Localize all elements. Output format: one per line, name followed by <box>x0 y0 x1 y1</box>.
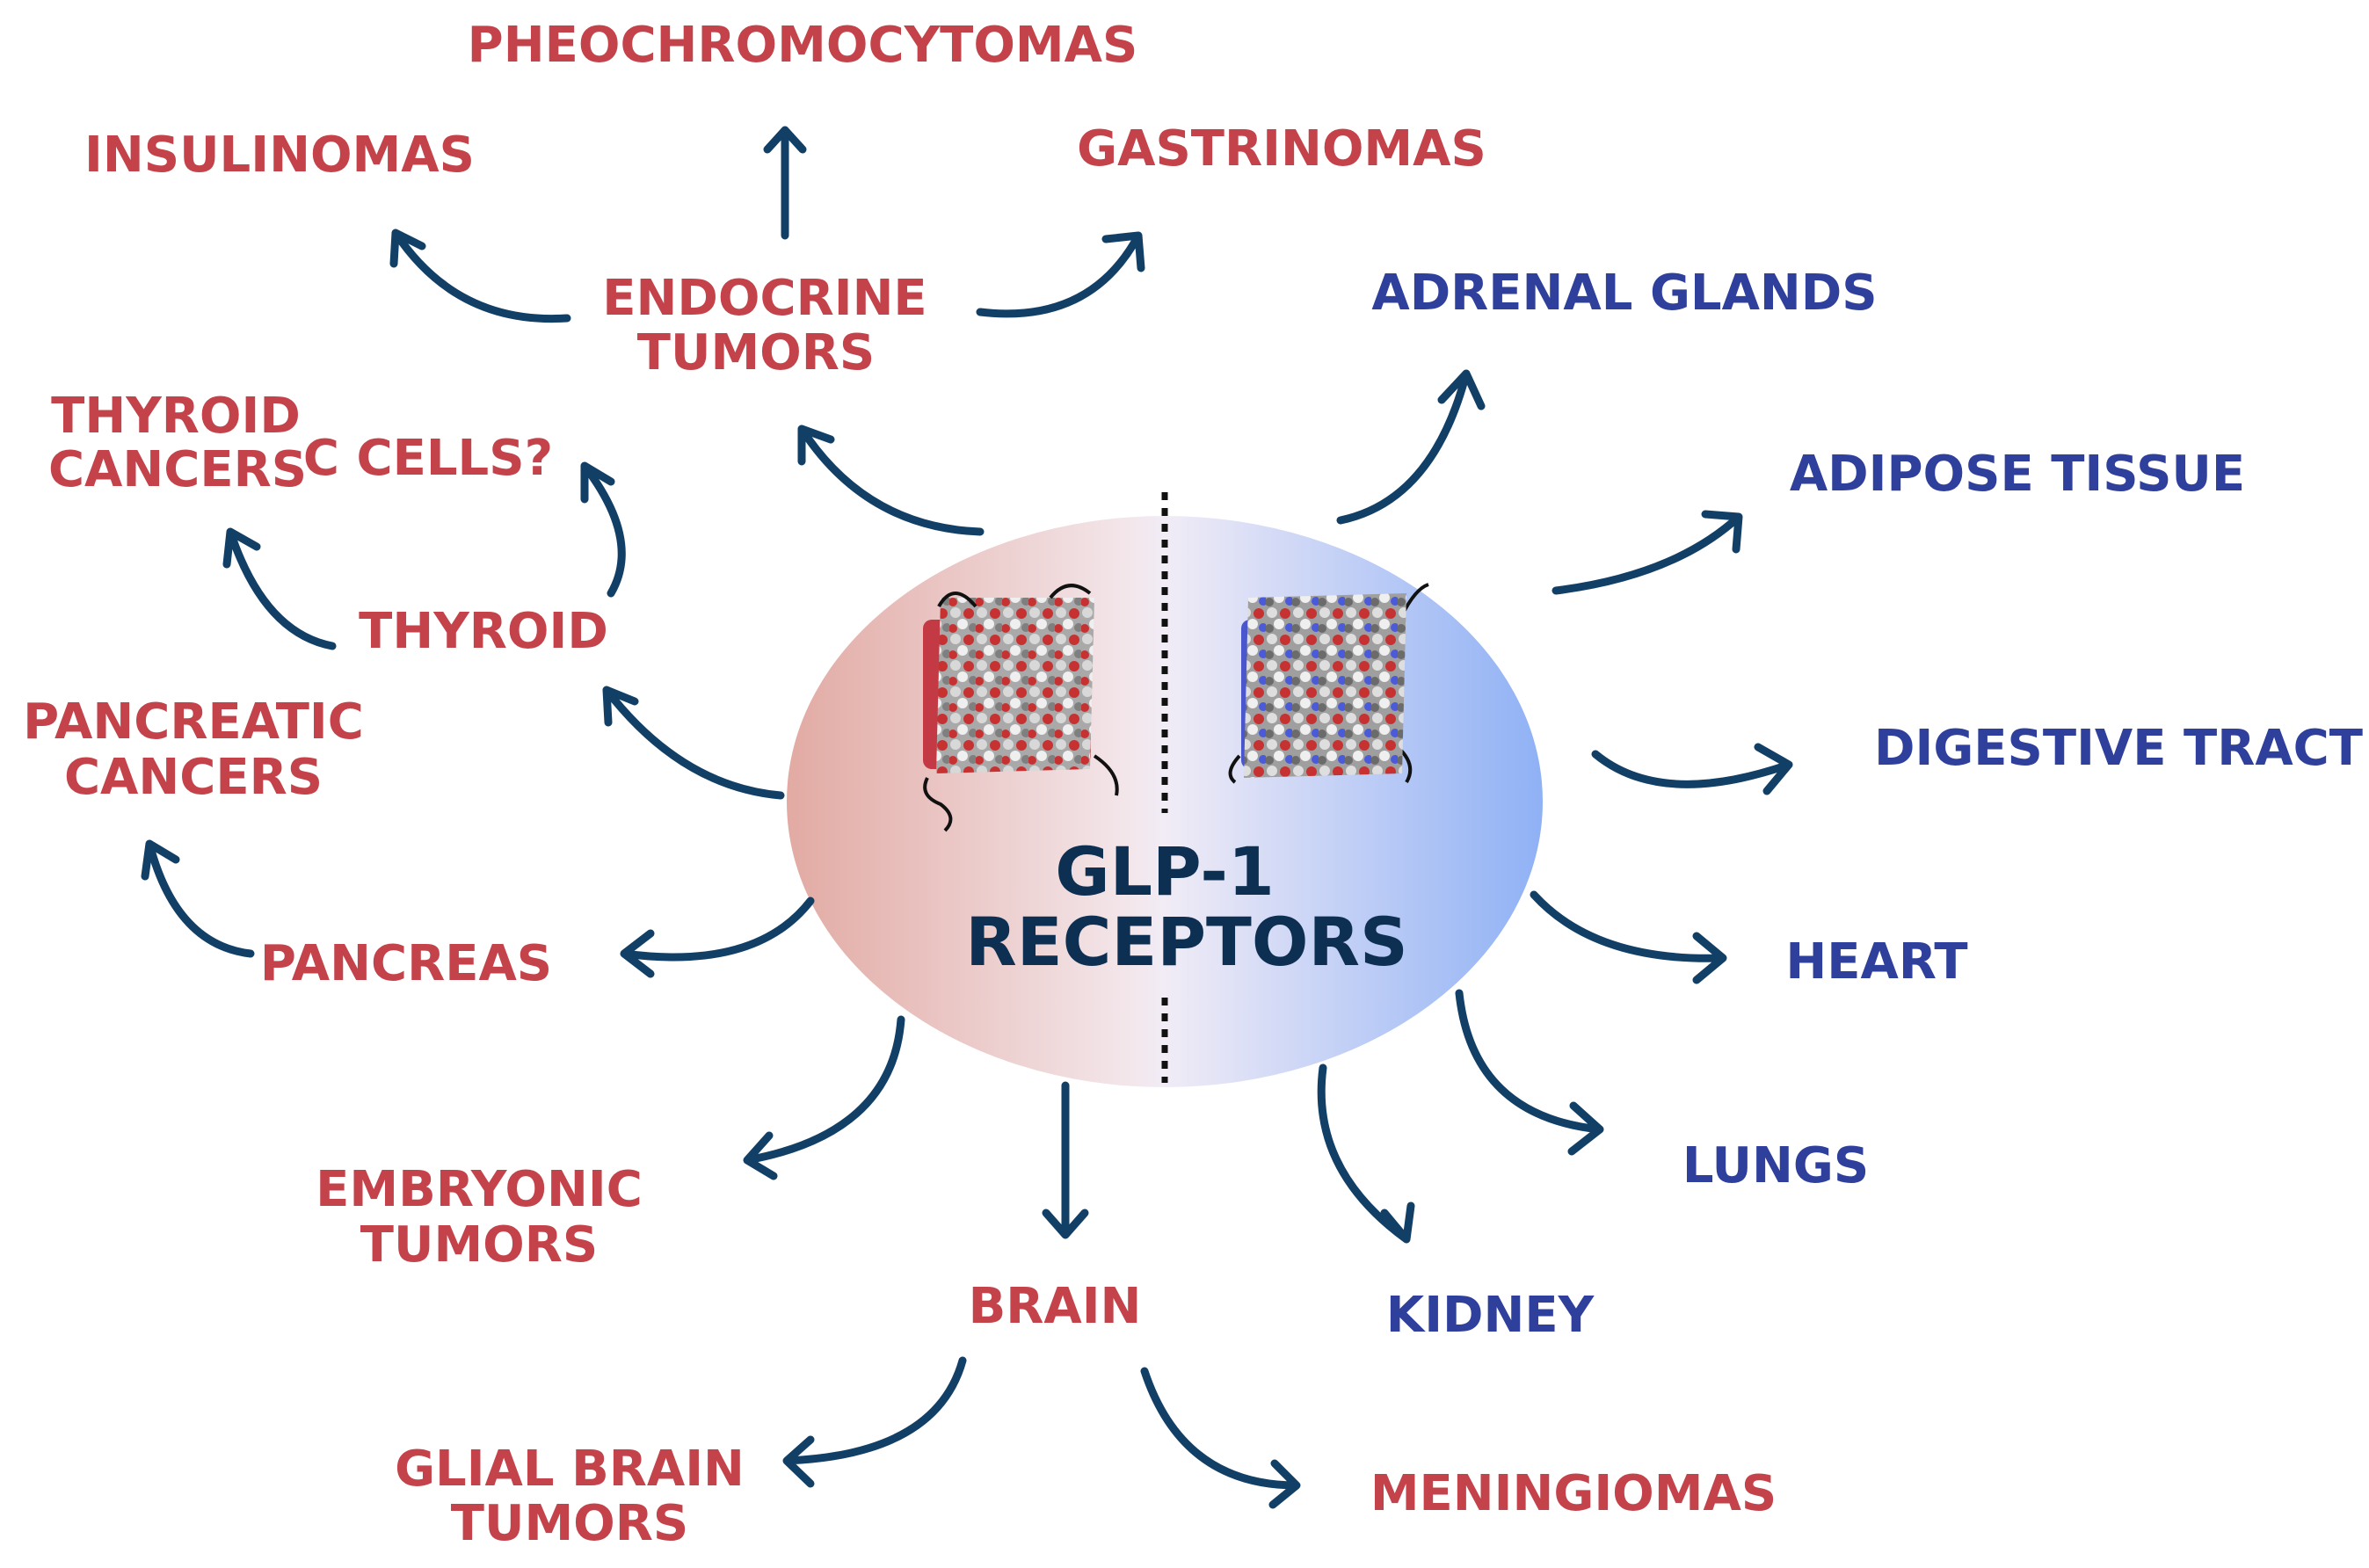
arrow-to-gastrinomas <box>976 231 1145 318</box>
label-pancreatic-cancers-line2: CANCERS <box>64 749 323 806</box>
center-title-line2: RECEPTORS <box>965 903 1408 981</box>
label-c-cells: C CELLS? <box>303 430 553 487</box>
label-meningiomas: MENINGIOMAS <box>1370 1465 1777 1522</box>
arrow-to-kidney <box>1317 1063 1415 1244</box>
label-thyroid-cancers-line2: CANCERS <box>48 441 307 498</box>
arrow-to-adrenal-glands <box>1336 369 1486 525</box>
arrow-to-glial-tumors <box>782 1356 967 1488</box>
label-gastrinomas: GASTRINOMAS <box>1077 120 1486 178</box>
label-adrenal-glands: ADRENAL GLANDS <box>1371 265 1877 322</box>
label-thyroid: THYROID <box>359 603 608 660</box>
label-pancreatic-cancers-line1: PANCREATIC <box>23 693 364 751</box>
label-endocrine-tumors-line2: TUMORS <box>637 324 875 381</box>
label-endocrine-tumors-line1: ENDOCRINE <box>602 270 927 327</box>
glp1-receptor-molecule-blue-icon <box>1228 583 1429 784</box>
arrow-to-pancreas <box>620 897 815 978</box>
label-pheochromocytomas: PHEOCHROMOCYTOMAS <box>468 17 1138 74</box>
label-glial-brain-tumors-line2: TUMORS <box>451 1495 688 1552</box>
label-digestive-tract: DIGESTIVE TRACT <box>1874 720 2363 777</box>
label-pancreas: PANCREAS <box>260 935 552 992</box>
label-lungs: LUNGS <box>1682 1137 1869 1194</box>
arrow-to-adipose-tissue <box>1551 510 1743 595</box>
label-embryonic-tumors-line1: EMBRYONIC <box>316 1161 643 1218</box>
arrows <box>141 126 1793 1509</box>
arrow-to-endocrine-tumors <box>797 425 985 536</box>
arrow-to-insulinomas <box>389 229 571 323</box>
arrow-to-pheochromocytomas <box>763 126 807 240</box>
arrow-to-heart <box>1530 890 1727 984</box>
arrow-to-meningiomas <box>1140 1367 1301 1509</box>
arrow-to-brain <box>1042 1081 1089 1239</box>
label-glial-brain-tumors-line1: GLIAL BRAIN <box>395 1441 745 1498</box>
label-embryonic-tumors-line2: TUMORS <box>360 1216 598 1274</box>
label-brain: BRAIN <box>969 1278 1142 1335</box>
label-adipose-tissue: ADIPOSE TISSUE <box>1790 446 2245 503</box>
label-insulinomas: INSULINOMAS <box>84 127 475 184</box>
arrow-to-lungs <box>1455 989 1604 1156</box>
arrow-to-thyroid <box>602 686 785 800</box>
label-heart: HEART <box>1785 933 1967 991</box>
label-thyroid-cancers-line1: THYROID <box>51 388 301 445</box>
arrow-to-c-cells <box>580 461 626 598</box>
arrow-to-digestive-tract <box>1591 743 1793 795</box>
glp1-receptor-molecule-red-icon <box>923 584 1119 832</box>
arrow-to-thyroid-cancers <box>222 527 337 650</box>
center-title-line1: GLP-1 <box>1055 832 1275 911</box>
arrow-to-embryonic-tumors <box>743 1015 905 1180</box>
arrow-to-pancreatic-cancers <box>141 839 255 958</box>
label-kidney: KIDNEY <box>1386 1287 1595 1344</box>
